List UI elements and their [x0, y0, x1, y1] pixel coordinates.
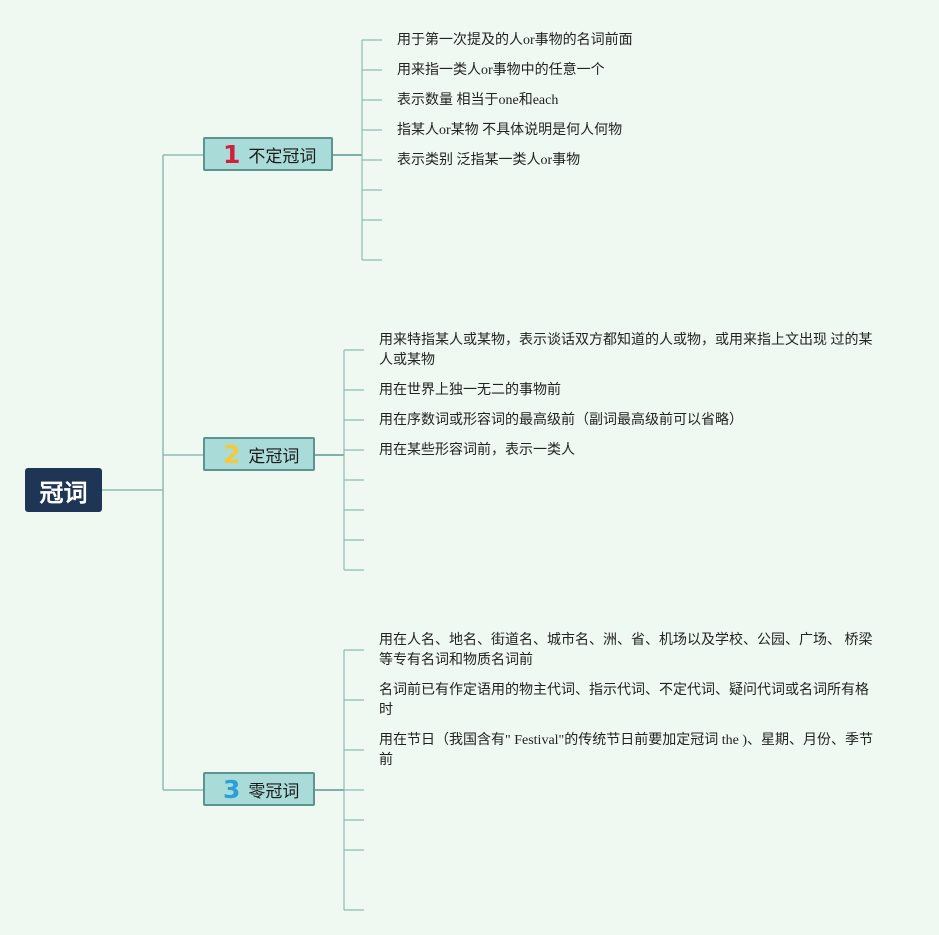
- branch-label: 定冠词: [248, 446, 300, 467]
- leaf-item[interactable]: 表示类别 泛指某一类人or事物: [397, 153, 581, 168]
- branch-number-2: 2: [223, 439, 241, 469]
- branch-indefinite-article[interactable]: 1 不定冠词: [203, 137, 333, 171]
- leaf-item[interactable]: 用来指一类人or事物中的任意一个: [397, 63, 605, 78]
- root-label: 冠词: [39, 478, 88, 507]
- leaf-item[interactable]: 用在人名、地名、街道名、城市名、洲、省、机场以及学校、公园、广场、 桥梁等专有名…: [379, 633, 873, 668]
- leaf-item[interactable]: 用在世界上独一无二的事物前: [379, 383, 561, 398]
- branch-number-1: 1: [223, 139, 241, 169]
- branch-label: 不定冠词: [248, 146, 317, 167]
- leaf-item[interactable]: 用在序数词或形容词的最高级前（副词最高级前可以省略）: [379, 413, 743, 428]
- leaf-item[interactable]: 用于第一次提及的人or事物的名词前面: [397, 33, 633, 48]
- branch-zero-article[interactable]: 3 零冠词: [203, 772, 315, 806]
- branch-definite-article[interactable]: 2 定冠词: [203, 437, 315, 471]
- branch-label: 零冠词: [248, 781, 300, 802]
- leaf-item[interactable]: 用在某些形容词前，表示一类人: [379, 443, 575, 458]
- leaf-item[interactable]: 用来特指某人或某物，表示谈话双方都知道的人或物，或用来指上文出现 过的某人或某物: [379, 333, 873, 368]
- leaf-item[interactable]: 指某人or某物 不具体说明是何人何物: [397, 123, 623, 138]
- branch-number-3: 3: [223, 774, 241, 804]
- leaf-item[interactable]: 用在节日（我国含有" Festival"的传统节日前要加定冠词 the )、星期…: [379, 733, 874, 768]
- root-node[interactable]: 冠词: [25, 468, 102, 512]
- leaf-item[interactable]: 表示数量 相当于one和each: [397, 93, 559, 108]
- leaf-item[interactable]: 名词前已有作定语用的物主代词、指示代词、不定代词、疑问代词或名词所有格时: [379, 683, 869, 718]
